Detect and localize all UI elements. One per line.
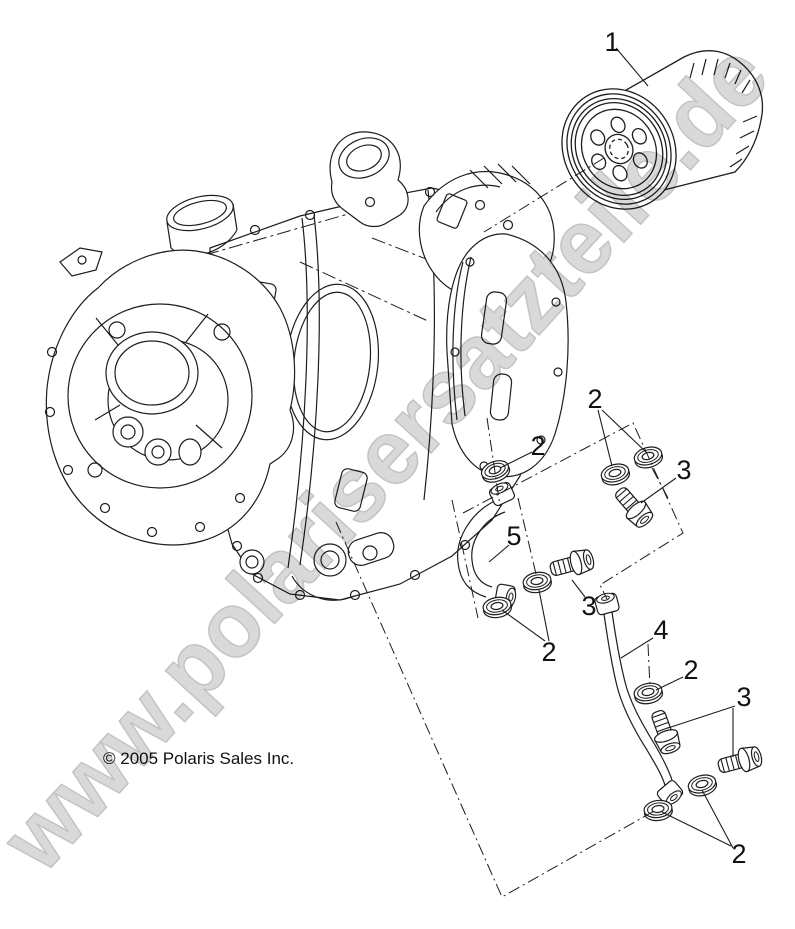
callout-1-filter: 1 [604,27,619,57]
filter-knurl [689,58,758,168]
bottom-details [239,532,395,601]
callout-5-hose: 5 [506,521,521,551]
callout-3-upper: 3 [676,455,691,485]
sealing-washer [598,460,633,489]
sealing-washer [521,569,554,596]
callout-2-bottom: 2 [731,839,746,869]
callout-4-hose: 4 [653,615,668,645]
routing-line [335,521,657,898]
callout-leader-lines [488,47,736,849]
copyright-text: © 2005 Polaris Sales Inc. [103,749,294,768]
oil-line-4 [593,590,686,809]
callout-2-top: 2 [587,384,602,414]
sealing-washer [685,771,720,800]
banjo-bolt [715,743,765,779]
callout-3-lower: 3 [736,682,751,712]
sealing-washers [478,443,720,823]
engine-crankcase-drawing [44,131,569,601]
callout-2-right: 2 [683,655,698,685]
magneto-cover [44,247,296,546]
case-bolt-holes [231,186,514,601]
callout-2-middle: 2 [541,637,556,667]
banjo-bolt [547,546,597,582]
phantom-lines [335,157,684,898]
callout-labels: 1 2 2 3 5 3 2 4 2 3 2 [506,27,751,869]
banjo-bolt [609,481,658,532]
banjo-bolt [645,706,684,758]
mounting-plate-outline [462,422,684,600]
filter-axis-line [483,157,605,233]
callout-2-left: 2 [530,431,545,461]
sealing-washer [642,798,675,823]
right-cover [446,233,569,478]
hose4-upper-fitting [593,590,621,617]
sealing-washer [631,680,665,707]
breather-tube [329,131,409,228]
callout-3-middle: 3 [581,591,596,621]
